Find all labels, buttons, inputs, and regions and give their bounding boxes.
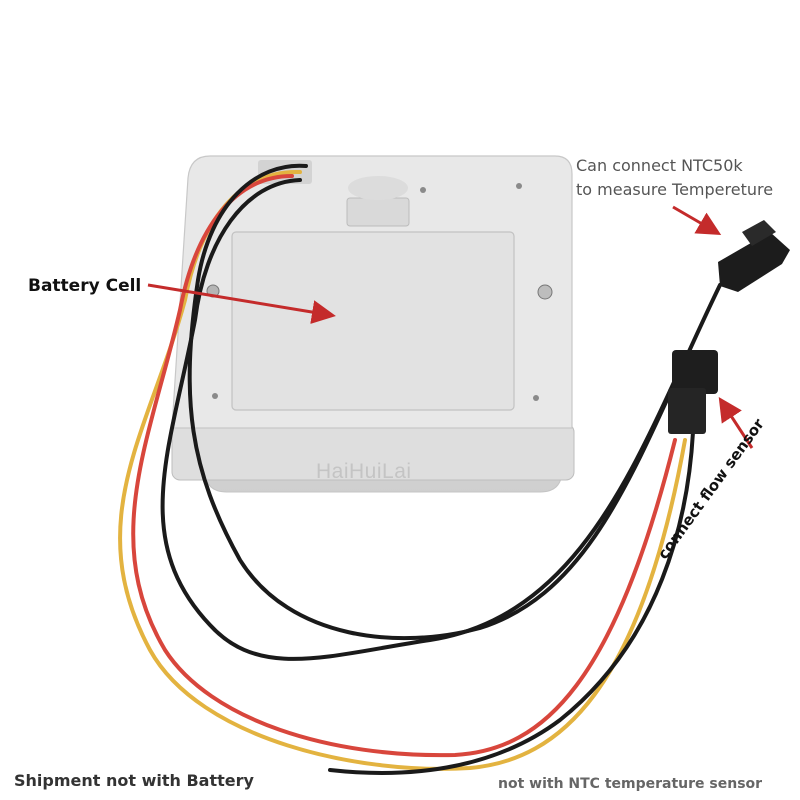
annotation-arrows	[147, 205, 754, 449]
shipment-note: Shipment not with Battery	[14, 771, 254, 790]
watermark-text: HaiHuiLai	[316, 460, 412, 483]
housing-notch	[348, 176, 408, 200]
wire-red-left	[131, 174, 677, 758]
wire-black-left	[160, 178, 677, 661]
ntc-arrow	[672, 205, 722, 236]
flow-connector-plug	[672, 350, 718, 394]
screw-hole	[533, 395, 539, 401]
battery-cell-arrow	[147, 283, 336, 324]
wire-black-outer	[187, 163, 722, 641]
screw	[537, 284, 553, 300]
flow-sensor-arrow	[718, 396, 754, 449]
ntc-connector-body	[718, 232, 790, 292]
flow-sensor-connector	[668, 350, 718, 434]
battery-cell-label: Battery Cell	[28, 276, 142, 296]
ntc-connector	[718, 220, 790, 292]
screw-hole	[420, 187, 426, 193]
screw-hole	[516, 183, 522, 189]
wire-yellow-left	[118, 169, 687, 771]
ntc-caption: Can connect NTC50k to measure Temperetur…	[576, 154, 773, 202]
screw-hole	[212, 393, 218, 399]
ntc-sensor-note: not with NTC temperature sensor	[498, 776, 763, 792]
wire-black-flow	[328, 430, 695, 775]
battery-cover-latch	[346, 197, 410, 227]
ntc-caption-line-1: Can connect NTC50k	[576, 156, 743, 175]
ntc-caption-line-2: to measure Tempereture	[576, 180, 774, 199]
battery-cover	[231, 231, 515, 411]
flow-connector-socket	[668, 388, 706, 434]
ntc-connector-latch	[742, 220, 776, 246]
controller-housing	[171, 155, 575, 493]
wire-bundle	[118, 163, 722, 775]
